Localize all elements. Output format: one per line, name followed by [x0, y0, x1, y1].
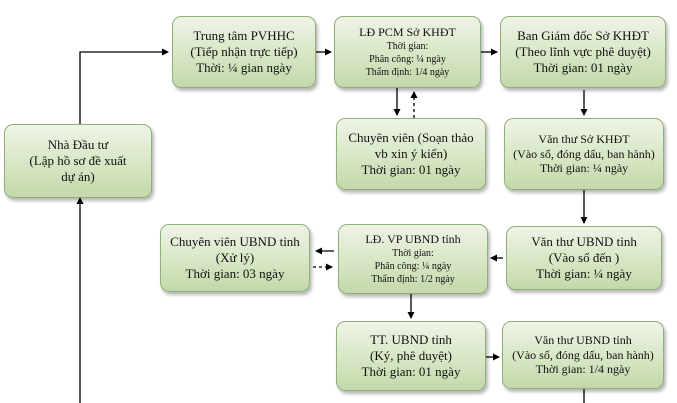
tt-ubnd-title: TT. UBND tỉnh	[370, 332, 452, 348]
pvhhc-desc: (Tiếp nhận trực tiếp)	[190, 44, 298, 60]
cv-title: Chuyên viên (Soạn thảo	[348, 130, 474, 146]
ld-vp-title: LĐ. VP UBND tỉnh	[365, 231, 461, 246]
van-thu-ubnd-bh-box: Văn thư UBND tỉnh (Vào sổ, đóng dấu, ban…	[502, 321, 664, 389]
ld-vp-time-label: Thời gian:	[392, 248, 434, 260]
vt-den-time: Thời gian: ¼ ngày	[536, 265, 632, 281]
tt-ubnd-time: Thời gian: 01 ngày	[361, 363, 461, 379]
cv-ubnd-time: Thời gian: 03 ngày	[185, 265, 285, 281]
investor-desc: (Lập hồ sơ đề xuất	[29, 153, 127, 169]
tt-ubnd-box: TT. UBND tỉnh (Ký, phê duyệt) Thời gian:…	[336, 321, 486, 391]
arrow-investor-to-pvhhc	[79, 48, 169, 124]
pvhhc-box: Trung tâm PVHHC (Tiếp nhận trực tiếp) Th…	[172, 16, 316, 88]
vt-den-title: Văn thư UBND tỉnh	[531, 234, 637, 250]
pvhhc-time: Thời: ¼ gian ngày	[196, 59, 292, 75]
investor-desc-cont: dự án)	[61, 168, 95, 184]
ban-giam-doc-box: Ban Giám đốc Sở KHĐT (Theo lĩnh vực phê …	[500, 16, 666, 88]
pvhhc-title: Trung tâm PVHHC	[193, 28, 295, 44]
ld-vp-review-time: Thẩm định: 1/2 ngày	[371, 274, 455, 286]
vts-time: Thời gian: ¼ ngày	[539, 161, 629, 176]
ld-pcm-time-label: Thời gian:	[386, 41, 429, 53]
tt-ubnd-desc: (Ký, phê duyệt)	[370, 348, 452, 364]
ld-pcm-assign-time: Phân công: ¼ ngày	[369, 54, 446, 66]
cv-ubnd-box: Chuyên viên UBND tỉnh (Xử lý) Thời gian:…	[160, 224, 310, 292]
ld-pcm-box: LĐ PCM Sở KHĐT Thời gian: Phân công: ¼ n…	[334, 16, 481, 88]
chuyen-vien-box: Chuyên viên (Soạn thảo vb xin ý kiến) Th…	[336, 118, 486, 190]
investor-title: Nhà Đầu tư	[47, 137, 109, 153]
ld-vp-assign-time: Phân công: ¼ ngày	[374, 261, 452, 273]
ld-vp-ubnd-box: LĐ. VP UBND tỉnh Thời gian: Phân công: ¼…	[338, 224, 488, 294]
vt-bh-time: Thời gian: 1/4 ngày	[535, 362, 631, 377]
bgd-time: Thời gian: 01 ngày	[533, 59, 633, 75]
investor-box: Nhà Đầu tư (Lập hồ sơ đề xuất dự án)	[4, 124, 152, 198]
bgd-desc: (Theo lĩnh vực phê duyệt)	[515, 44, 651, 60]
vt-bh-title: Văn thư UBND tỉnh	[534, 333, 632, 348]
van-thu-ubnd-den-box: Văn thư UBND tỉnh (Vào sổ đến ) Thời gia…	[506, 226, 662, 290]
cv-ubnd-desc: (Xử lý)	[215, 250, 255, 266]
vt-den-desc: (Vào sổ đến )	[548, 250, 620, 266]
vts-title: Văn thư Sở KHĐT	[538, 132, 630, 147]
cv-desc: vb xin ý kiến)	[374, 146, 448, 162]
van-thu-so-box: Văn thư Sở KHĐT (Vào sổ, đóng dấu, ban h…	[504, 118, 664, 190]
ld-pcm-title: LĐ PCM Sở KHĐT	[359, 24, 456, 39]
vts-desc: (Vào sổ, đóng dấu, ban hành)	[513, 146, 655, 161]
ld-pcm-review-time: Thẩm định: 1/4 ngày	[365, 67, 450, 79]
bgd-title: Ban Giám đốc Sở KHĐT	[517, 28, 649, 44]
cv-ubnd-title: Chuyên viên UBND tỉnh	[170, 234, 300, 250]
cv-time: Thời gian: 01 ngày	[361, 161, 461, 177]
vt-bh-desc: (Vào sổ, đóng dấu, ban hành)	[512, 347, 654, 362]
